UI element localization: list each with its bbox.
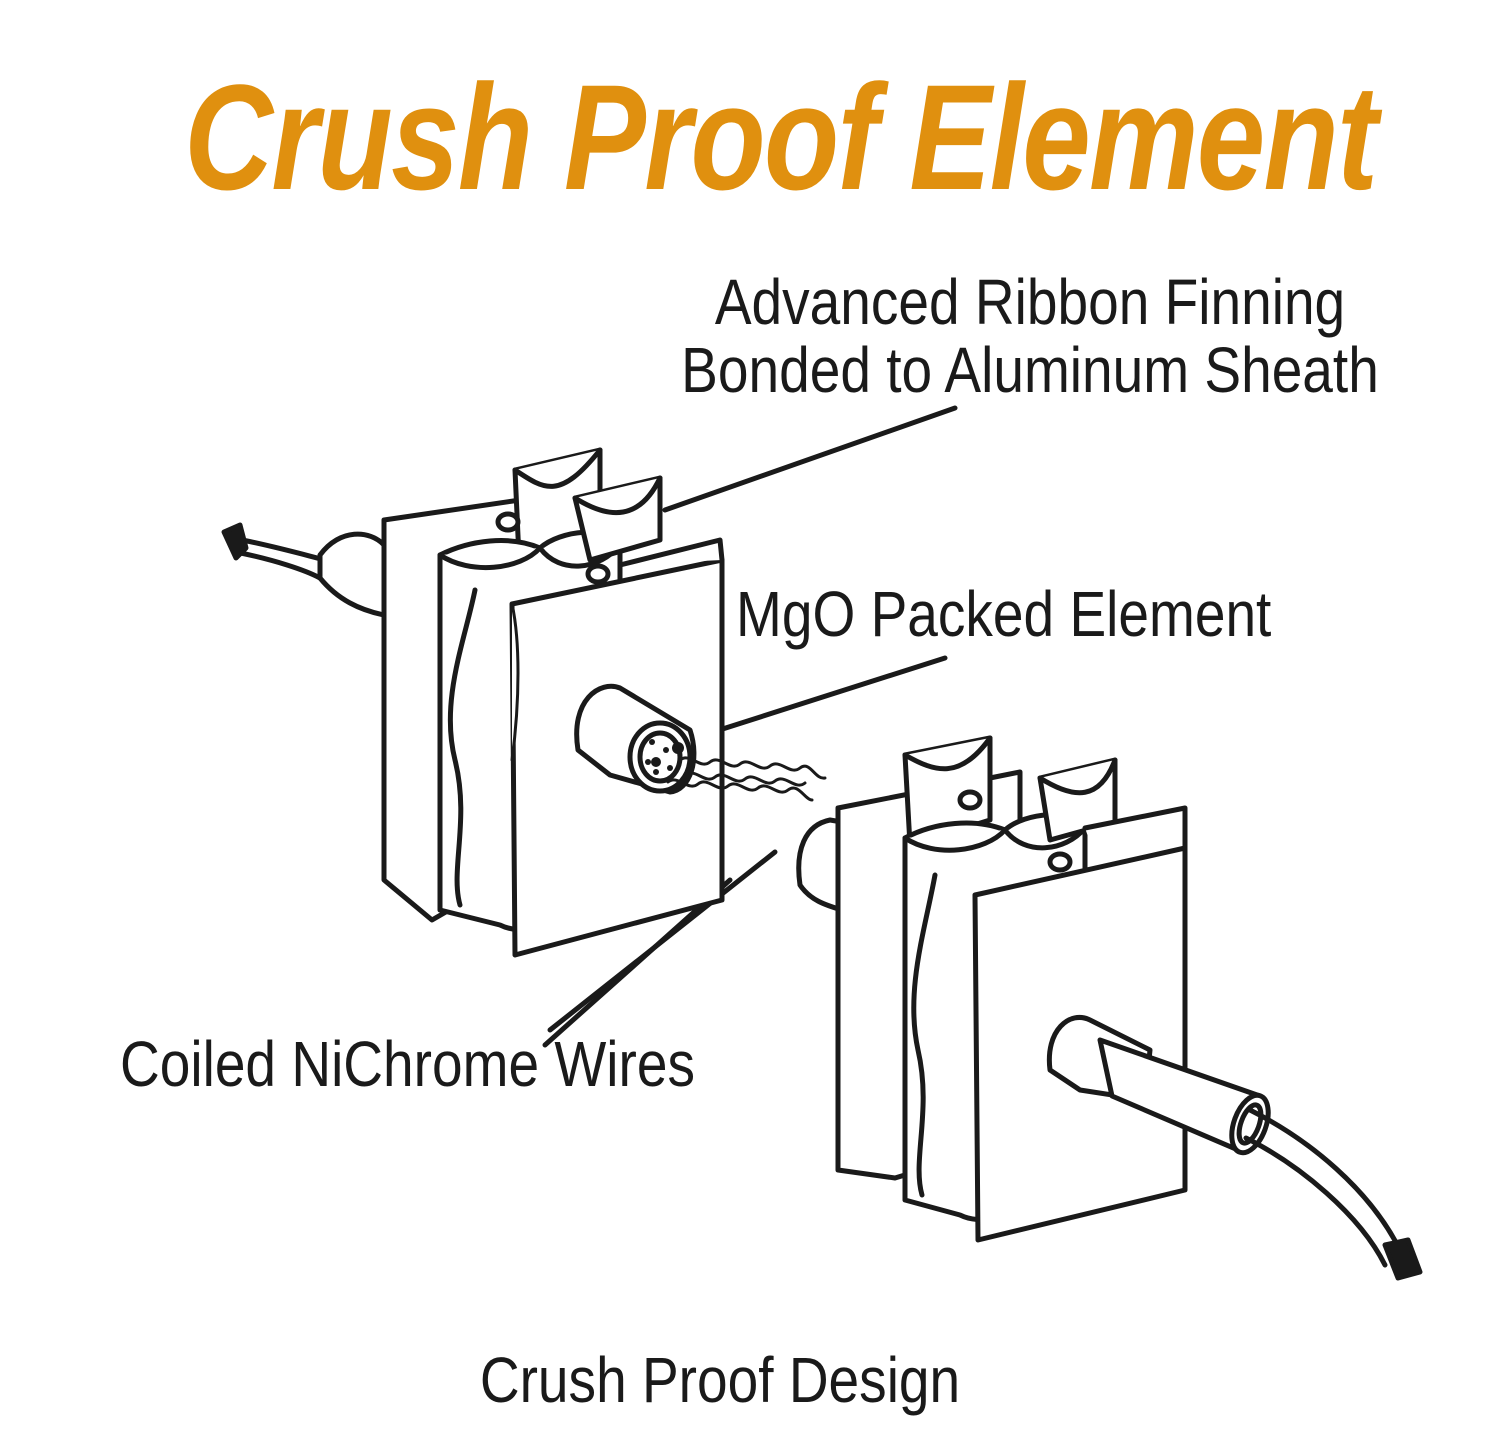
coiled-nichrome-wires <box>666 756 827 802</box>
mgo-element-callout: MgO Packed Element <box>736 578 1272 650</box>
ribbon-callout-line-1: Advanced Ribbon Finning <box>714 266 1346 338</box>
left-fin-assembly <box>381 447 725 958</box>
ribbon-leader-line <box>662 405 958 513</box>
left-power-cable <box>221 522 387 618</box>
ribbon-finning-callout: Advanced Ribbon Finning Bonded to Alumin… <box>660 268 1400 404</box>
mgo-leader-line <box>685 655 948 743</box>
nichrome-wires-callout: Coiled NiChrome Wires <box>120 1028 695 1100</box>
diagram-caption: Crush Proof Design <box>479 1344 961 1416</box>
ribbon-callout-line-2: Bonded to Aluminum Sheath <box>681 334 1379 406</box>
right-fin-assembly <box>796 735 1271 1243</box>
right-power-cable <box>1243 1107 1423 1281</box>
page-title: Crush Proof Element <box>184 53 1378 221</box>
